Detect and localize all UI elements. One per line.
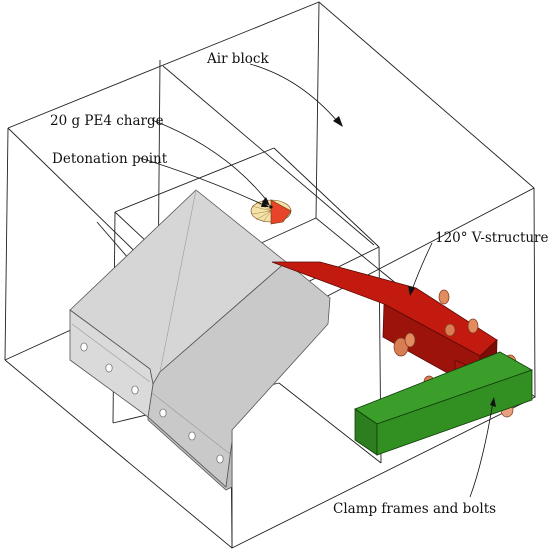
label-v-structure: 120° V-structure — [435, 230, 549, 246]
bolt — [404, 332, 416, 348]
label-charge: 20 g PE4 charge — [50, 113, 164, 129]
bolt — [444, 323, 456, 337]
label-air-block: Air block — [207, 51, 269, 67]
bolt — [438, 289, 450, 305]
arrowheads — [261, 116, 496, 407]
plate-holes — [80, 342, 224, 464]
label-clamp-frames: Clamp frames and bolts — [333, 501, 497, 517]
bolt — [467, 318, 479, 334]
plate-bottom-flange — [147, 416, 233, 491]
label-detonation-point: Detonation point — [52, 151, 168, 167]
bolt — [393, 337, 409, 357]
grey-v-plate — [69, 189, 331, 491]
explosive-charge — [250, 199, 292, 225]
green-clamp-frame — [354, 351, 533, 456]
detonation-point — [269, 205, 273, 209]
charge-red-half — [270, 199, 292, 225]
clamp-side — [376, 369, 533, 456]
leader-lines — [139, 63, 494, 498]
